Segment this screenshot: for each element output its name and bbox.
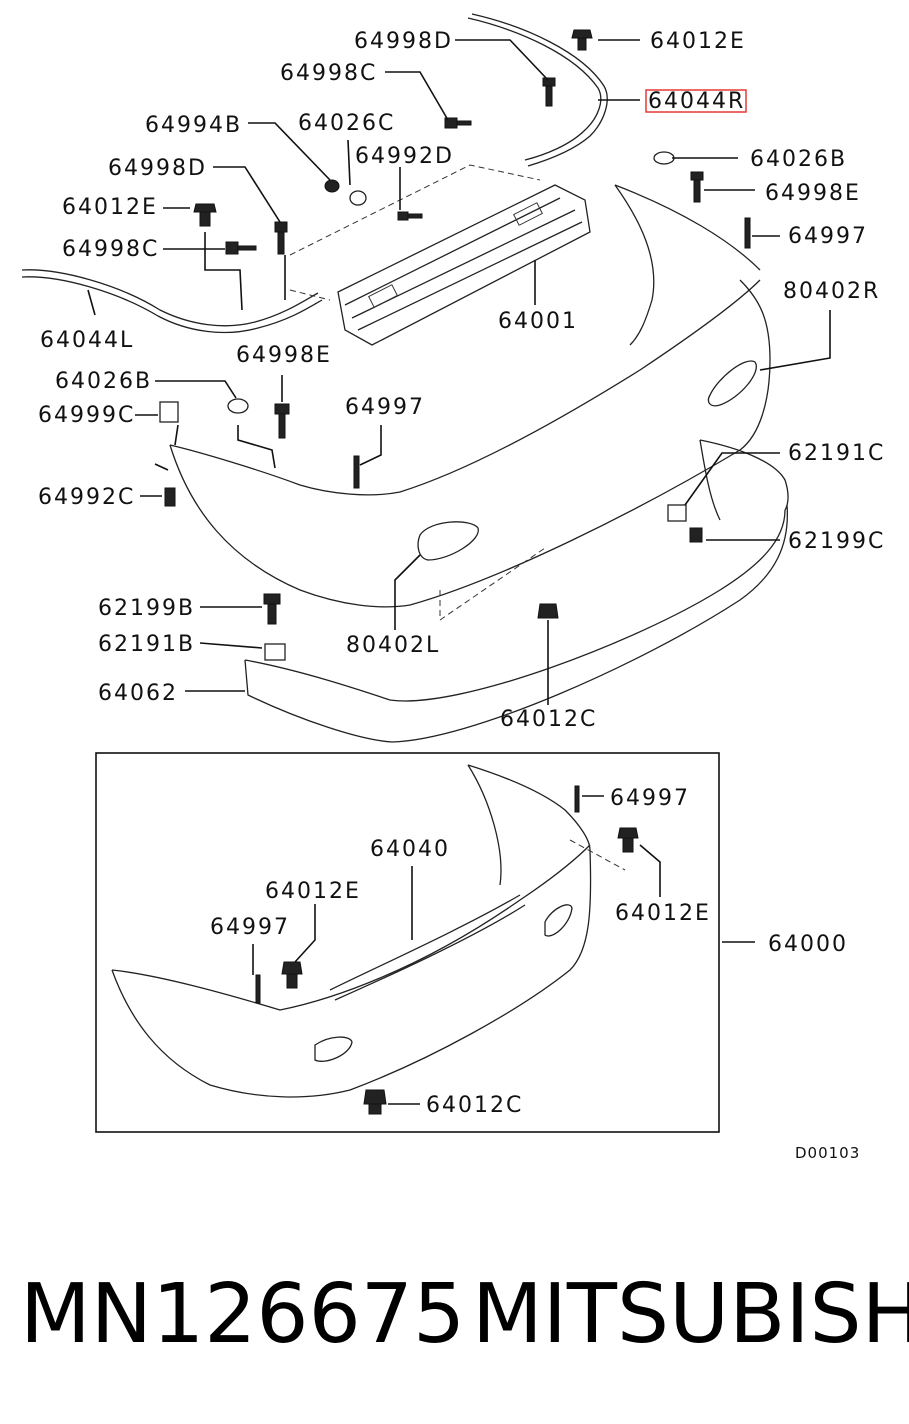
lower-valance (244, 439, 789, 743)
callout-64998C-top: 64998C (280, 61, 377, 86)
fasteners (159, 29, 751, 661)
callout-64044L: 64044L (40, 328, 134, 353)
inset-callout-64012E-right: 64012E (615, 901, 711, 926)
callout-64012E-top: 64012E (650, 29, 746, 54)
callout-64998D-left: 64998D (108, 156, 207, 181)
callout-64992C: 64992C (38, 485, 135, 510)
callout-64992D: 64992D (355, 144, 454, 169)
callout-64001: 64001 (498, 309, 578, 334)
inset-callout-64000: 64000 (768, 932, 848, 957)
inset-frame (95, 752, 720, 1133)
callout-64994B: 64994B (145, 113, 242, 138)
callout-62191B: 62191B (98, 632, 195, 657)
leader-lines-inset (252, 795, 755, 1105)
callout-62191C: 62191C (788, 441, 885, 466)
callout-80402L: 80402L (346, 633, 440, 658)
callout-64998D-top: 64998D (354, 29, 453, 54)
inset-callout-64012C: 64012C (426, 1093, 523, 1118)
callout-64026B-right: 64026B (750, 147, 847, 172)
inset-callout-64997-right: 64997 (610, 786, 690, 811)
callout-80402R: 80402R (783, 279, 880, 304)
callout-64998E-right: 64998E (765, 181, 861, 206)
callout-64999C: 64999C (38, 403, 135, 428)
inset-callout-64997-left: 64997 (210, 915, 290, 940)
part-number: MN126675 (20, 1267, 466, 1362)
bumper-cover-upper (169, 184, 771, 621)
callout-64997-right: 64997 (788, 224, 868, 249)
callout-64044R: 64044R (648, 89, 745, 114)
bumper-assembly-complete (111, 764, 639, 1115)
inset-callout-64012E-left: 64012E (265, 879, 361, 904)
highlight-box (645, 89, 747, 113)
bumper-reinforcement (289, 164, 591, 346)
inset-callout-64040: 64040 (370, 837, 450, 862)
callout-64012C: 64012C (500, 707, 597, 732)
callout-62199C: 62199C (788, 529, 885, 554)
callout-64998C-left: 64998C (62, 237, 159, 262)
diagram-code: D00103 (795, 1144, 860, 1162)
callout-64997-mid: 64997 (345, 395, 425, 420)
callout-64026C: 64026C (298, 111, 395, 136)
callout-64026B-left: 64026B (55, 369, 152, 394)
brand-name: MITSUBISHI (472, 1267, 909, 1362)
callout-62199B: 62199B (98, 596, 195, 621)
footer: MN126675 MITSUBISHI (0, 1265, 909, 1365)
leader-lines-upper (87, 39, 831, 705)
retainer-strip-left (21, 269, 323, 334)
retainer-strip-right (467, 13, 608, 167)
callout-64012E-left: 64012E (62, 195, 158, 220)
callout-64062: 64062 (98, 681, 178, 706)
callout-64998E-left: 64998E (236, 343, 332, 368)
